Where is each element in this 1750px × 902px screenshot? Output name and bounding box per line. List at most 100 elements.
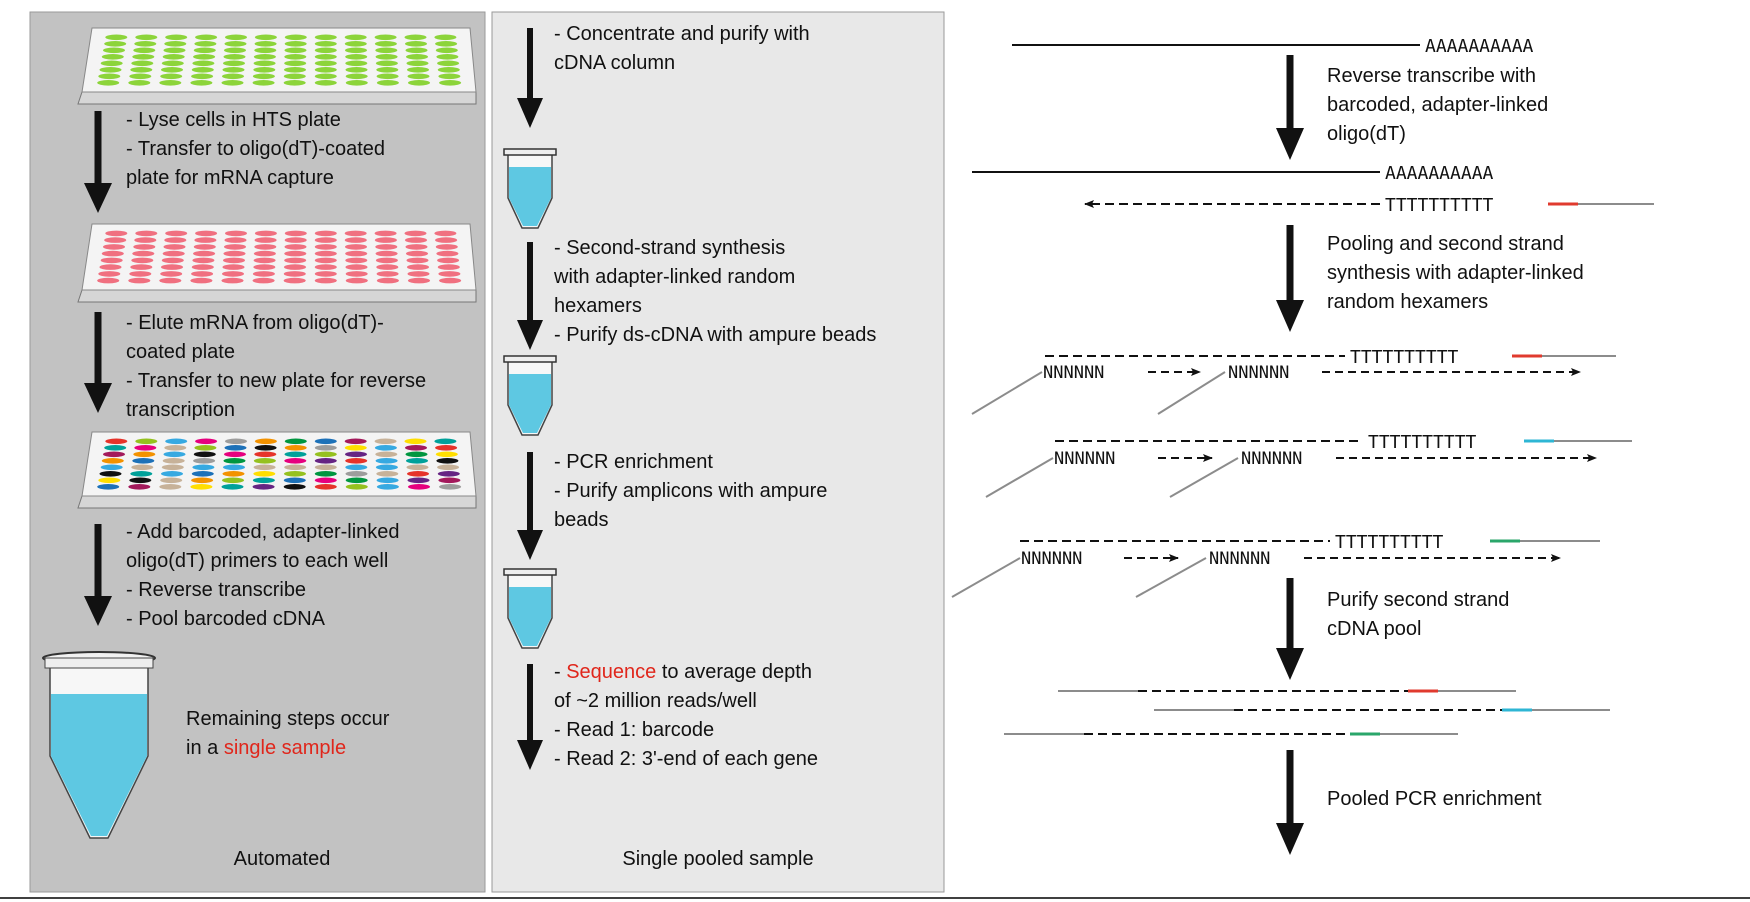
polya-tail: AAAAAAAAAA [1385,163,1494,184]
well [134,445,157,451]
well [97,277,120,284]
well [132,250,155,257]
well [191,271,214,277]
step-line: - Elute mRNA from oligo(dT)- [126,312,384,334]
well [131,257,154,264]
well [344,445,367,451]
down-arrow-icon [1276,578,1304,680]
sequence-highlight: Sequence [566,661,656,683]
well [163,451,186,458]
well [133,451,156,458]
purified-cdna-pool [1004,689,1610,736]
well [99,264,122,270]
step-line: - Sequence to average depth [554,661,812,683]
well [252,271,275,277]
pooled-step-2: - Second-strand synthesis with adapter-l… [553,237,876,346]
well [314,264,337,270]
well [135,34,158,41]
well [314,230,337,237]
schematic-step-4: Pooled PCR enrichment [1327,788,1542,810]
well [314,244,337,250]
well [404,438,427,445]
plate-oligo-dt-green [77,27,477,105]
well [132,458,155,464]
well [162,250,185,257]
well [160,271,183,277]
well [344,41,367,47]
well [438,271,461,277]
well [159,277,182,284]
polya-tail: AAAAAAAAAA [1425,36,1534,57]
well [253,464,276,471]
automated-step-1: - Lyse cells in HTS plate - Transfer to … [126,109,385,189]
step-line: cDNA pool [1327,618,1422,640]
well [345,464,368,471]
well [345,271,368,277]
well [374,445,397,451]
step-line: Reverse transcribe with [1327,65,1536,87]
remaining-steps-note: Remaining steps occur in a single sample [186,708,390,759]
well [224,451,246,458]
well [99,471,122,477]
step-line: - Purify amplicons with ampure [554,480,827,502]
well [130,264,153,270]
well [221,277,244,284]
well [435,47,458,54]
well [405,244,428,250]
step-line: - Concentrate and purify with [554,23,810,45]
adapter [1169,457,1239,498]
down-arrow-icon [517,28,543,128]
well [254,244,277,250]
well [375,244,398,250]
well [283,477,306,484]
well [284,464,307,471]
well [345,67,368,73]
well [345,250,368,257]
schematic-step-2: Pooling and second strand synthesis with… [1327,233,1584,313]
well [223,458,246,464]
well [103,451,125,458]
well [191,471,214,477]
well [132,54,155,60]
well [99,67,122,73]
automated-label: Automated [234,848,331,870]
well [344,237,367,243]
well [284,34,307,41]
plate-wells [97,34,462,86]
well [314,438,337,445]
automated-step-3: - Add barcoded, adapter-linked oligo(dT)… [126,521,400,630]
step-line: transcription [126,399,235,421]
well [437,464,460,471]
well [162,54,185,60]
well [103,244,125,250]
pooled-step-4: - Sequence to average depth of ~2 millio… [554,661,818,770]
well [405,445,427,451]
well [133,244,156,250]
well [222,67,245,73]
well [284,54,307,60]
adapter [971,371,1043,415]
well [435,451,458,458]
well [314,237,337,243]
well [314,271,337,277]
well [435,244,458,250]
well [253,458,276,464]
random-hexamer: NNNNNN [1209,549,1270,569]
well [314,277,337,284]
adapter [1157,371,1226,415]
well [223,54,246,60]
well [376,264,399,270]
well [375,47,398,54]
well [345,73,368,80]
well [253,54,276,60]
down-arrow-icon [1276,55,1304,160]
well [104,237,127,243]
down-arrow-icon [84,312,112,413]
well [314,80,337,86]
well [438,73,461,80]
down-arrow-icon [517,664,543,770]
well [434,230,457,237]
well [193,250,216,257]
well [98,271,121,277]
well [407,271,430,277]
